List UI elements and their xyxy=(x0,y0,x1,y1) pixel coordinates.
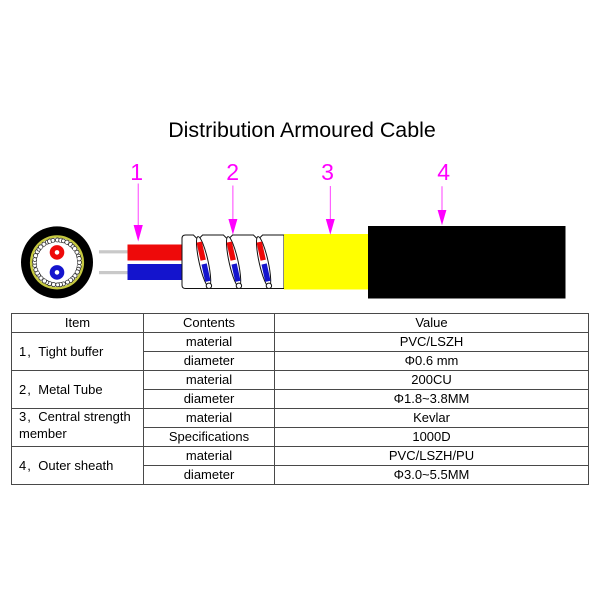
svg-text:4: 4 xyxy=(437,159,450,185)
svg-text:2: 2 xyxy=(226,159,239,185)
svg-text:3: 3 xyxy=(321,159,334,185)
svg-text:1: 1 xyxy=(130,159,143,185)
svg-text:Distribution Armoured Cable: Distribution Armoured Cable xyxy=(168,118,436,142)
